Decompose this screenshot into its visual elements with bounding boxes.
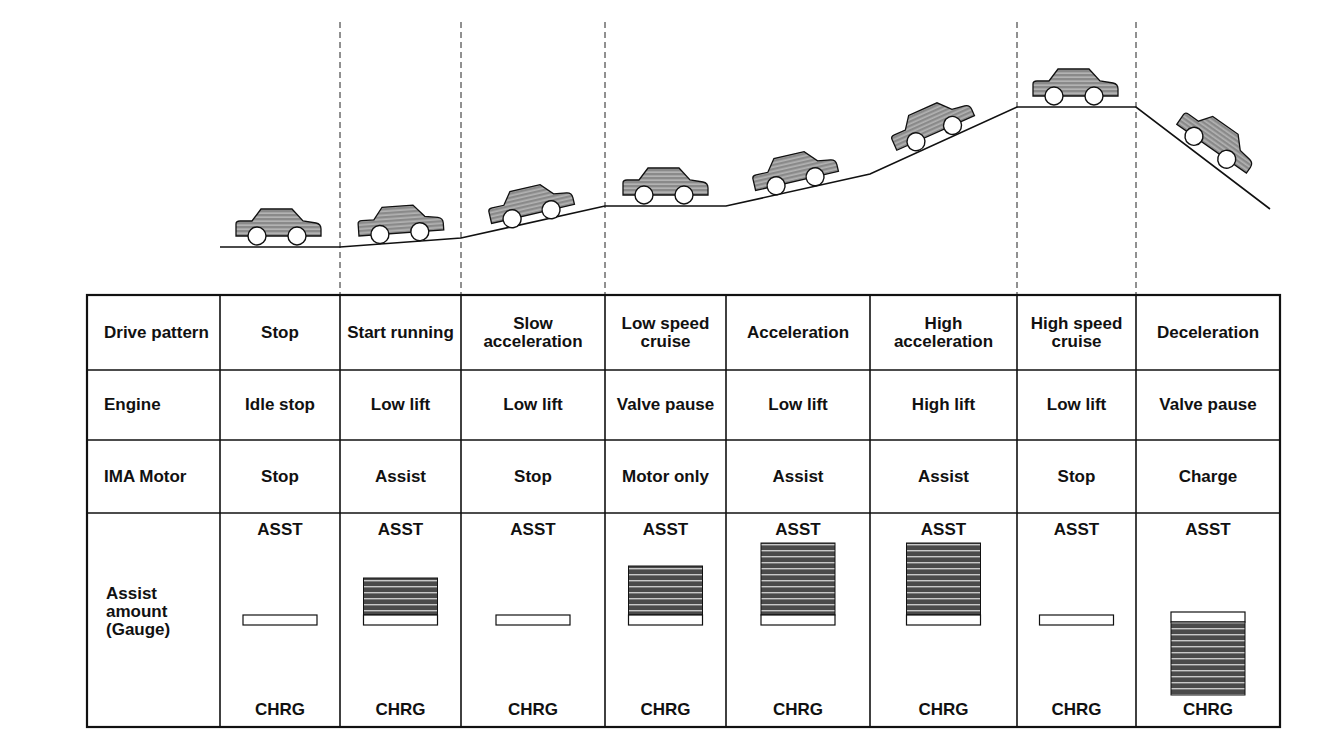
gauge-zero — [1040, 615, 1114, 625]
gauge-label: ASST — [467, 521, 599, 539]
guide-line — [461, 22, 462, 295]
guide-line — [605, 22, 606, 295]
table-cell: High acceleration — [876, 315, 1011, 351]
table-cell: Stop — [226, 324, 334, 342]
table-rule — [1016, 295, 1018, 727]
table-cell: Valve pause — [1142, 396, 1274, 414]
table-cell: Deceleration — [1142, 324, 1274, 342]
table-cell: Idle stop — [226, 396, 334, 414]
table-rule — [725, 295, 727, 727]
row-header: Assist amount (Gauge) — [106, 585, 196, 639]
guide-line — [1017, 22, 1018, 295]
gauge-label: ASST — [876, 521, 1011, 539]
table-rule — [339, 295, 341, 727]
table-cell: Assist — [876, 468, 1011, 486]
gauge-label: ASST — [732, 521, 864, 539]
car-icon — [1172, 102, 1262, 180]
car-icon — [486, 178, 577, 232]
table-cell: Low lift — [1023, 396, 1130, 414]
gauge-label: CHRG — [1023, 701, 1130, 719]
gauge-label: CHRG — [611, 701, 720, 719]
car-icon — [886, 91, 978, 158]
table-rule — [869, 295, 871, 727]
table-rule — [87, 512, 1280, 514]
row-header: IMA Motor — [104, 468, 214, 486]
gauge-label: CHRG — [467, 701, 599, 719]
gauge-label: CHRG — [226, 701, 334, 719]
table-cell: Slow acceleration — [467, 315, 599, 351]
gauge-label: ASST — [1142, 521, 1274, 539]
gauge-zero — [1171, 612, 1245, 622]
gauge-zero — [629, 615, 703, 625]
table-cell: Assist — [732, 468, 864, 486]
assist-bar — [907, 543, 981, 615]
car-icon — [750, 145, 841, 199]
table-cell: Low lift — [732, 396, 864, 414]
table-rule — [219, 295, 221, 727]
table-rule — [604, 295, 606, 727]
table-cell: Start running — [346, 324, 455, 342]
road-profile — [220, 107, 1270, 247]
car-icon — [623, 168, 708, 204]
table-cell: Stop — [1023, 468, 1130, 486]
assist-bar — [629, 566, 703, 615]
table-cell: High lift — [876, 396, 1011, 414]
gauge-label: ASST — [611, 521, 720, 539]
row-header: Engine — [104, 396, 214, 414]
gauge-label: CHRG — [732, 701, 864, 719]
gauge-zero — [243, 615, 317, 625]
table-cell: Low lift — [346, 396, 455, 414]
table-cell: Low lift — [467, 396, 599, 414]
table-cell: Valve pause — [611, 396, 720, 414]
gauge-zero — [364, 615, 438, 625]
guide-line — [340, 22, 341, 295]
table-cell: Acceleration — [732, 324, 864, 342]
row-header: Drive pattern — [104, 324, 214, 342]
guide-line — [1136, 22, 1137, 295]
table-rule — [87, 369, 1280, 371]
assist-bar — [364, 578, 438, 615]
table-rule — [87, 439, 1280, 441]
charge-bar — [1171, 622, 1245, 695]
table-cell: Motor only — [611, 468, 720, 486]
gauge-label: ASST — [1023, 521, 1130, 539]
car-icon — [236, 209, 321, 245]
gauge-label: CHRG — [346, 701, 455, 719]
table-cell: Assist — [346, 468, 455, 486]
gauge-label: CHRG — [876, 701, 1011, 719]
table-border — [87, 295, 1280, 727]
table-rule — [1135, 295, 1137, 727]
gauge-zero — [761, 615, 835, 625]
gauge-label: CHRG — [1142, 701, 1274, 719]
car-icon — [357, 203, 444, 245]
table-rule — [460, 295, 462, 727]
gauge-zero — [496, 615, 570, 625]
table-cell: Charge — [1142, 468, 1274, 486]
gauge-label: ASST — [226, 521, 334, 539]
gauge-zero — [907, 615, 981, 625]
car-icon — [1033, 69, 1118, 105]
table-cell: Stop — [226, 468, 334, 486]
gauge-label: ASST — [346, 521, 455, 539]
table-cell: Low speed cruise — [611, 315, 720, 351]
assist-bar — [761, 543, 835, 615]
table-cell: High speed cruise — [1023, 315, 1130, 351]
table-cell: Stop — [467, 468, 599, 486]
